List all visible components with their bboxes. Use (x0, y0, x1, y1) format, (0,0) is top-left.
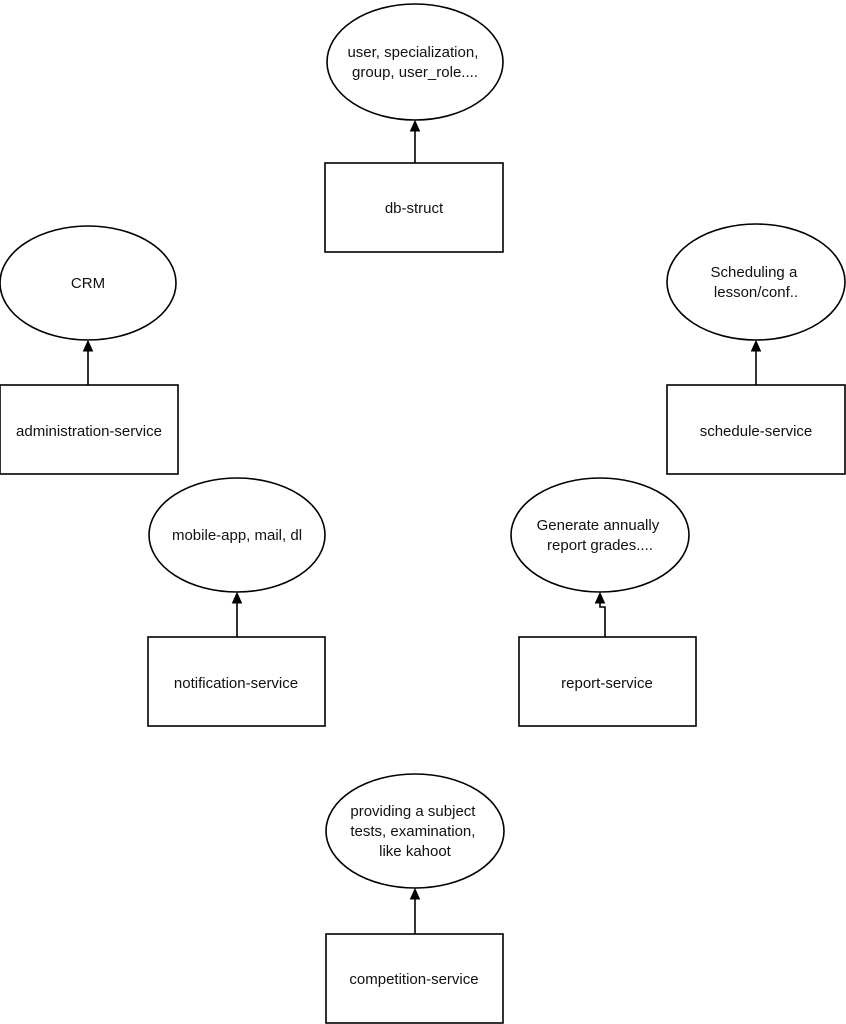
arrowhead-notification-service (231, 591, 243, 604)
ellipse-tests-text: providing a subject tests, examination, … (350, 803, 479, 860)
ellipse-reports[interactable] (510, 477, 690, 593)
edge-report-service (599, 603, 606, 637)
arrowhead-schedule-service (750, 339, 762, 352)
arrowhead-report-service (594, 591, 606, 604)
box-administration-service[interactable] (0, 384, 179, 475)
node-group-administration-service: CRM administration-service (0, 225, 179, 475)
node-group-schedule-service: Scheduling a lesson/conf.. schedule-serv… (666, 223, 846, 475)
box-competition-service-label: competition-service (349, 971, 478, 988)
node-group-db-struct: user, specialization, group, user_role..… (324, 3, 504, 253)
box-competition-service[interactable] (325, 933, 504, 1024)
node-group-report-service: Generate annually report grades.... repo… (510, 477, 697, 727)
ellipse-db-entities[interactable] (326, 3, 504, 121)
ellipse-scheduling-text: Scheduling a lesson/conf.. (711, 264, 802, 301)
ellipse-db-entities-text: user, specialization, group, user_role..… (347, 44, 482, 81)
box-db-struct[interactable] (324, 162, 504, 253)
arrowhead-db-struct (409, 119, 421, 132)
box-report-service-label: report-service (561, 675, 653, 692)
ellipse-scheduling[interactable] (666, 223, 846, 341)
node-group-competition-service: providing a subject tests, examination, … (325, 773, 505, 1024)
node-group-notification-service: mobile-app, mail, dl notification-servic… (147, 477, 326, 727)
box-notification-service[interactable] (147, 636, 326, 727)
arrowhead-administration-service (82, 339, 94, 352)
box-notification-service-label: notification-service (174, 675, 298, 692)
box-db-struct-label: db-struct (385, 200, 444, 217)
ellipse-channels-text: mobile-app, mail, dl (172, 527, 302, 544)
box-schedule-service-label: schedule-service (700, 423, 813, 440)
box-schedule-service[interactable] (666, 384, 846, 475)
arrowhead-competition-service (409, 887, 421, 900)
box-administration-service-label: administration-service (16, 423, 162, 440)
ellipse-crm-text: CRM (71, 275, 105, 292)
ellipse-reports-text: Generate annually report grades.... (537, 517, 664, 554)
box-report-service[interactable] (518, 636, 697, 727)
